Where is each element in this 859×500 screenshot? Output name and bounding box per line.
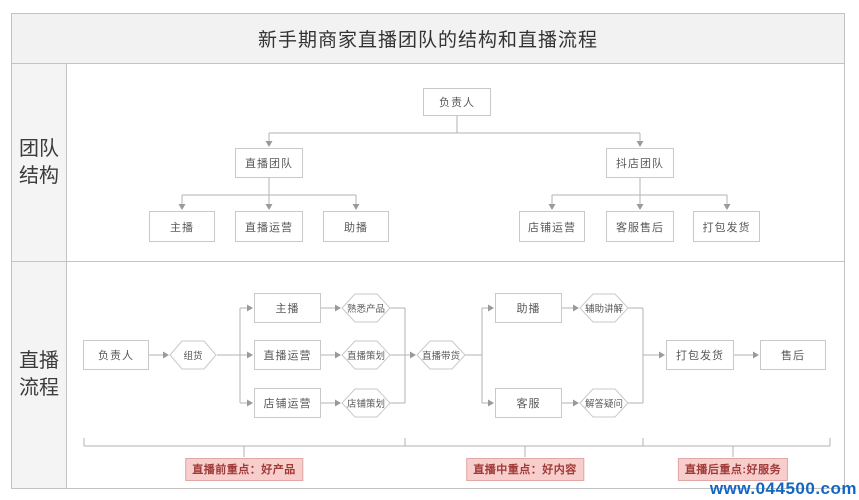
hex-node-answer-questions: 解答疑问: [584, 399, 623, 410]
watermark-link[interactable]: www.044500.com: [709, 479, 857, 498]
org-node-live-ops: 直播运营: [235, 211, 303, 242]
flow-node-store-ops: 店铺运营: [254, 388, 321, 418]
hex-node-source-goods: 组货: [183, 351, 203, 362]
org-node-live-team: 直播团队: [235, 148, 303, 178]
page-title: 新手期商家直播团队的结构和直播流程: [12, 14, 844, 64]
flow-node-host: 主播: [254, 293, 321, 323]
org-node-cs-aftersale: 客服售后: [606, 211, 674, 242]
flow-node-customer-service: 客服: [495, 388, 562, 418]
annotation-pre-live-focus: 直播前重点：好产品: [185, 458, 303, 481]
org-node-pack-ship: 打包发货: [693, 211, 760, 242]
org-node-leader: 负责人: [423, 88, 491, 116]
annotation-during-live-focus: 直播中重点：好内容: [466, 458, 584, 481]
live-flow-canvas: [67, 262, 844, 488]
row-label-live-flow: 直播流程: [12, 262, 67, 488]
flow-node-live-ops: 直播运营: [254, 340, 321, 370]
annotation-post-live-focus: 直播后重点:好服务: [677, 458, 789, 481]
flow-node-aftersale: 售后: [760, 340, 826, 370]
hex-node-know-product: 熟悉产品: [346, 304, 385, 315]
flow-node-pack-ship: 打包发货: [666, 340, 734, 370]
org-node-co-host: 助播: [323, 211, 389, 242]
hex-node-assist-explain: 辅助讲解: [584, 304, 623, 315]
hex-node-live-planning: 直播策划: [346, 351, 385, 362]
org-node-store-ops: 店铺运营: [519, 211, 585, 242]
diagram-table: 新手期商家直播团队的结构和直播流程 团队结构 直播流程: [11, 13, 845, 489]
live-flow-row: 直播流程: [12, 262, 844, 488]
hex-node-live-selling: 直播带货: [421, 351, 460, 362]
org-node-host: 主播: [149, 211, 215, 242]
flow-node-co-host: 助播: [495, 293, 562, 323]
hex-node-store-planning: 店铺策划: [346, 399, 385, 410]
org-node-store-team: 抖店团队: [606, 148, 674, 178]
row-label-team-structure: 团队结构: [12, 64, 67, 261]
flow-node-leader: 负责人: [83, 340, 149, 370]
